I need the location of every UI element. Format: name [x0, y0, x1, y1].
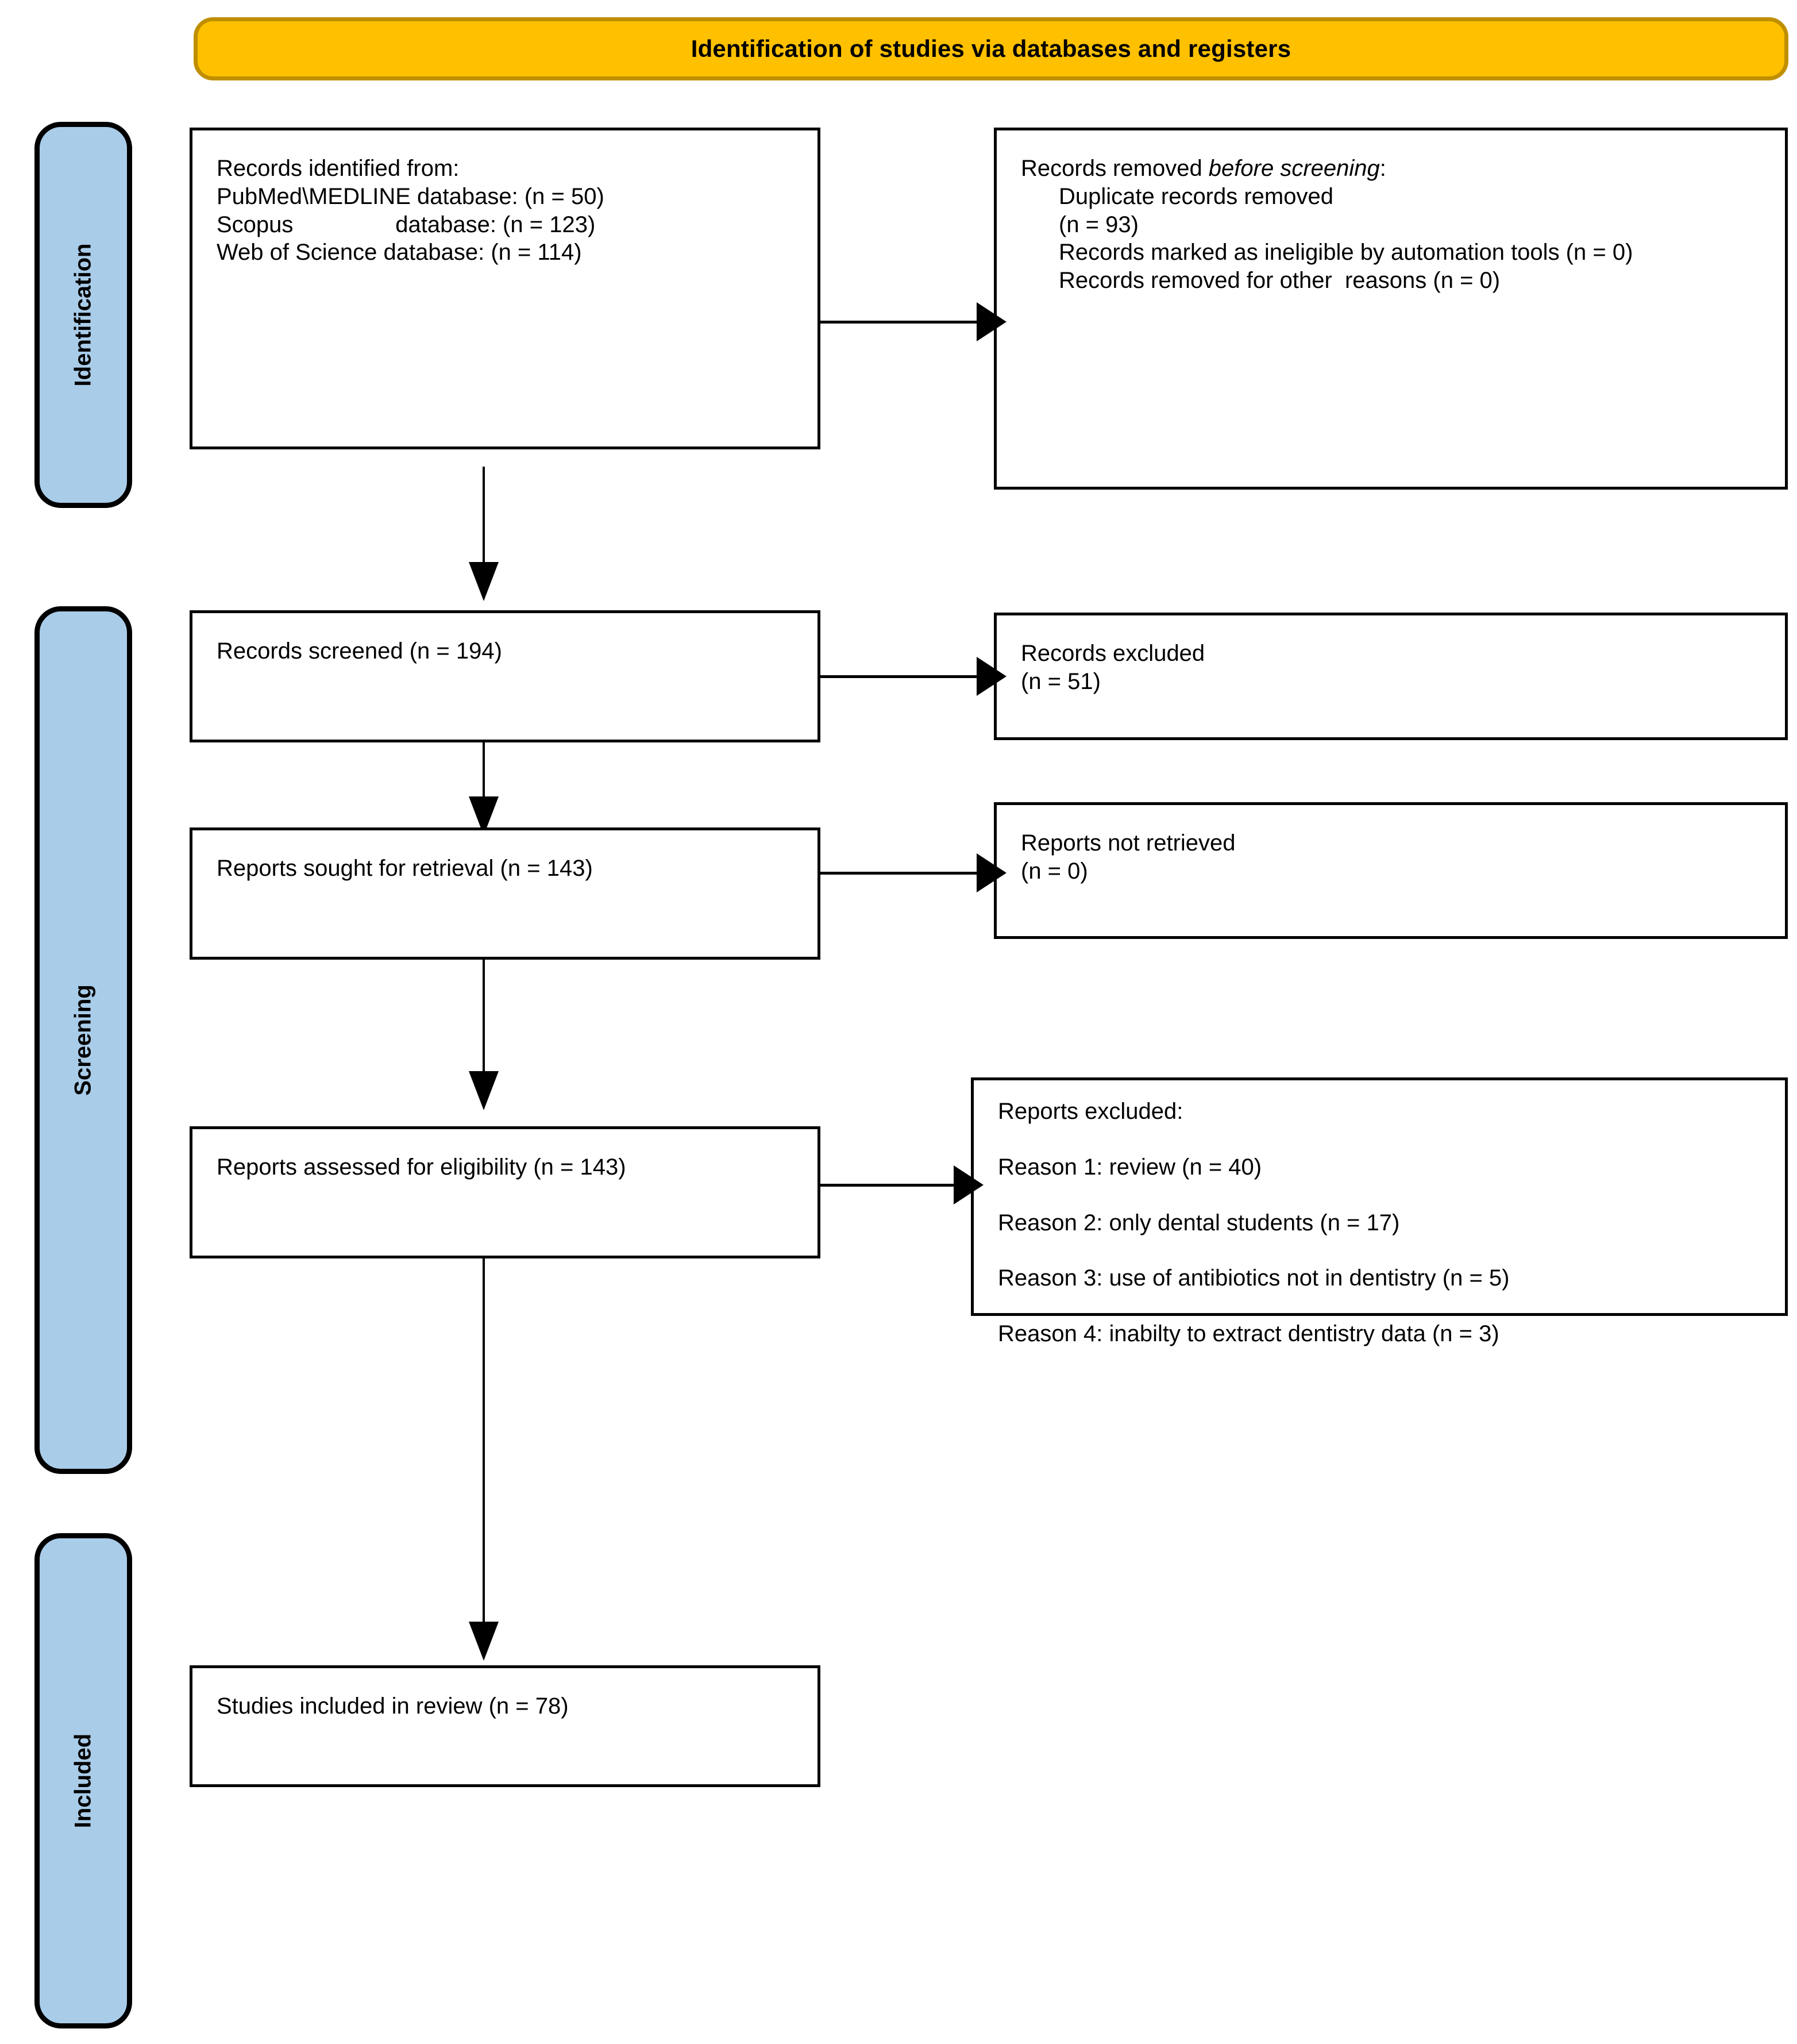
header-banner: Identification of studies via databases … — [194, 17, 1788, 80]
stage-sidebar-identification: Identification — [34, 122, 132, 508]
arrow-screened-to-excluded-head — [977, 657, 1007, 696]
records-excluded-line-1: Records excluded — [1021, 641, 1205, 666]
stage-label-included: Included — [70, 1733, 96, 1829]
arrow-identified-to-screened-head — [469, 562, 499, 601]
records-removed-item-3: Records marked as ineligible by automati… — [1059, 240, 1633, 265]
records-identified-line-4: Web of Science database: (n = 114) — [217, 240, 582, 265]
arrow-identified-to-screened-line — [483, 467, 485, 565]
records-screened-line-1: Records screened (n = 194) — [217, 638, 502, 664]
records-removed-heading-italic: before screening — [1208, 156, 1380, 181]
records-removed-heading-prefix: Records removed — [1021, 156, 1209, 181]
reports-not-retrieved-line-2: (n = 0) — [1021, 858, 1088, 884]
arrow-assessed-to-excluded-head — [954, 1165, 984, 1204]
reports-not-retrieved-line-1: Reports not retrieved — [1021, 830, 1236, 856]
box-records-excluded: Records excluded (n = 51) — [994, 613, 1788, 740]
arrow-sought-to-assessed-line — [483, 960, 485, 1075]
stage-label-screening: Screening — [70, 984, 96, 1096]
box-records-removed: Records removed before screening: Duplic… — [994, 128, 1788, 490]
arrow-identified-to-removed-line — [820, 321, 993, 324]
reports-excluded-reason-4: Reason 4: inabilty to extract dentistry … — [998, 1321, 1499, 1347]
arrow-assessed-to-included-line — [483, 1258, 485, 1625]
box-studies-included: Studies included in review (n = 78) — [190, 1665, 820, 1787]
box-reports-not-retrieved: Reports not retrieved (n = 0) — [994, 802, 1788, 939]
records-removed-heading-suffix: : — [1379, 156, 1386, 181]
arrow-identified-to-removed-head — [977, 302, 1007, 341]
arrow-sought-to-not-retrieved-line — [820, 872, 993, 875]
arrow-sought-to-not-retrieved-head — [977, 853, 1007, 892]
reports-assessed-line-1: Reports assessed for eligibility (n = 14… — [217, 1154, 626, 1180]
records-removed-item-2: (n = 93) — [1059, 211, 1139, 237]
arrow-sought-to-assessed-head — [469, 1071, 499, 1110]
reports-sought-line-1: Reports sought for retrieval (n = 143) — [217, 856, 593, 881]
banner-title: Identification of studies via databases … — [691, 35, 1291, 62]
records-removed-heading: Records removed before screening: — [1021, 155, 1785, 183]
stage-sidebar-included: Included — [34, 1533, 132, 2028]
records-identified-line-3: Scopus database: (n = 123) — [217, 211, 596, 237]
box-reports-sought: Reports sought for retrieval (n = 143) — [190, 827, 820, 960]
stage-sidebar-screening: Screening — [34, 606, 132, 1474]
reports-excluded-reason-3: Reason 3: use of antibiotics not in dent… — [998, 1265, 1510, 1291]
reports-excluded-reason-1: Reason 1: review (n = 40) — [998, 1154, 1262, 1180]
arrow-screened-to-excluded-line — [820, 675, 993, 678]
records-identified-line-2: PubMed\MEDLINE database: (n = 50) — [217, 183, 604, 209]
records-excluded-line-2: (n = 51) — [1021, 668, 1101, 694]
box-reports-excluded: Reports excluded: Reason 1: review (n = … — [971, 1077, 1788, 1346]
reports-excluded-heading: Reports excluded: — [998, 1099, 1183, 1124]
box-reports-assessed: Reports assessed for eligibility (n = 14… — [190, 1126, 820, 1258]
arrow-screened-to-sought-line — [483, 742, 485, 800]
box-records-identified: Records identified from: PubMed\MEDLINE … — [190, 128, 820, 449]
reports-excluded-reason-2: Reason 2: only dental students (n = 17) — [998, 1210, 1400, 1235]
stage-label-identification: Identification — [70, 243, 96, 387]
box-records-screened: Records screened (n = 194) — [190, 610, 820, 742]
records-removed-item-1: Duplicate records removed — [1059, 183, 1333, 209]
studies-included-line-1: Studies included in review (n = 78) — [217, 1693, 569, 1719]
arrow-assessed-to-excluded-line — [820, 1184, 971, 1187]
records-identified-line-1: Records identified from: — [217, 156, 460, 181]
records-removed-item-4: Records removed for other reasons (n = 0… — [1059, 268, 1501, 294]
arrow-assessed-to-included-head — [469, 1622, 499, 1661]
